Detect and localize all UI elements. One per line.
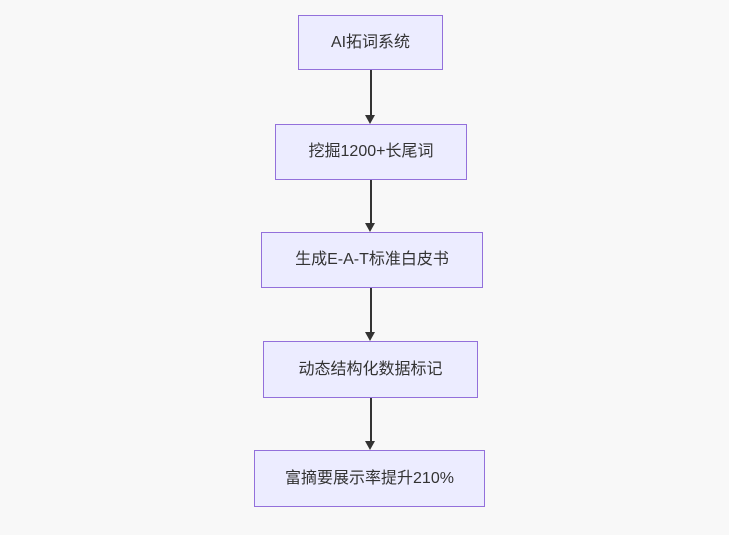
node-label: 挖掘1200+长尾词 — [308, 143, 434, 160]
edge-line — [369, 180, 372, 224]
node-label: 富摘要展示率提升210% — [285, 469, 454, 487]
edge-line — [369, 288, 372, 333]
arrow-down-icon — [365, 223, 375, 232]
node-label: 动态结构化数据标记 — [298, 360, 443, 378]
flowchart-edge-2 — [365, 180, 376, 232]
flowchart-node-longtail-mining: 挖掘1200+长尾词 — [275, 124, 467, 180]
edge-line — [369, 398, 372, 442]
arrow-down-icon — [365, 441, 375, 450]
flowchart-node-structured-data-markup: 动态结构化数据标记 — [263, 341, 478, 398]
flowchart-node-eat-whitepaper: 生成E-A-T标准白皮书 — [261, 232, 483, 288]
edge-line — [369, 70, 372, 116]
node-label: AI拓词系统 — [330, 33, 411, 51]
node-label: 生成E-A-T标准白皮书 — [295, 251, 449, 268]
arrow-down-icon — [365, 332, 375, 341]
flowchart-node-ai-word-expansion: AI拓词系统 — [298, 15, 443, 70]
flowchart-edge-3 — [365, 288, 376, 341]
flowchart-node-rich-snippet-result: 富摘要展示率提升210% — [254, 450, 485, 507]
flowchart-edge-1 — [365, 70, 376, 124]
flowchart-edge-4 — [365, 398, 376, 450]
arrow-down-icon — [365, 115, 375, 124]
